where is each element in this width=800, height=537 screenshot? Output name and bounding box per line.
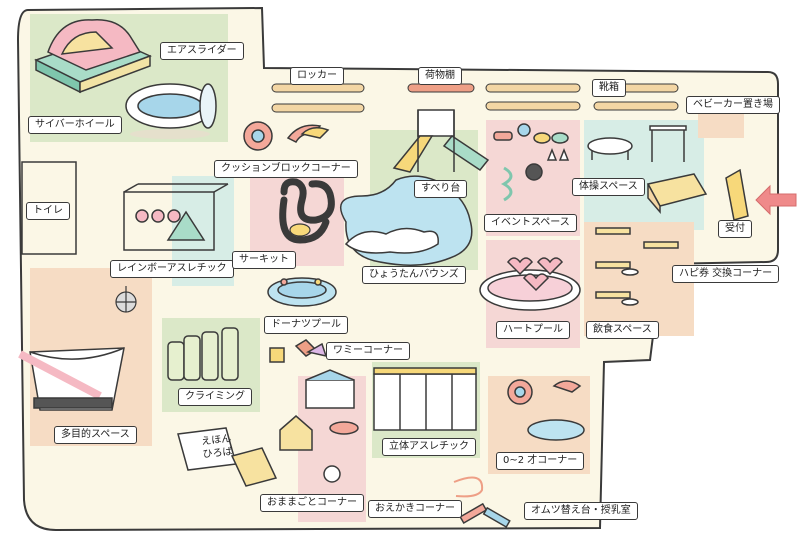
gym-equipment-icon <box>587 125 708 215</box>
label-drawing: おえかきコーナー <box>368 500 462 518</box>
jungle-gym-icon <box>373 367 477 431</box>
dining-tables-icon <box>595 227 679 306</box>
label-gymnastics: 体操スペース <box>572 178 645 196</box>
label-climbing: クライミング <box>178 388 252 406</box>
gourd-bounce-icon <box>340 175 473 266</box>
wamy-icon <box>269 339 328 363</box>
heart-pool-icon <box>479 257 581 311</box>
circuit-icon <box>279 178 335 244</box>
circuit-car-icon <box>289 223 311 237</box>
label-cyber-wheel: サイバーホイール <box>28 116 122 134</box>
slide-icon <box>392 109 490 173</box>
label-toilet: トイレ <box>26 202 70 220</box>
label-wamy-corner: ワミーコーナー <box>326 342 410 360</box>
air-slider-icon <box>34 19 152 94</box>
shelf-bar <box>407 83 475 93</box>
label-donut-pool: ドーナツプール <box>264 316 348 334</box>
shoe-bar-4 <box>593 101 679 111</box>
baby-corner-icon <box>507 379 585 441</box>
picture-book-icon <box>177 427 278 487</box>
climbing-icon <box>167 327 239 381</box>
donut-pool-icon <box>267 277 337 307</box>
label-baby-corner: 0~2 才コーナー <box>496 452 585 470</box>
stage-icon <box>18 347 125 411</box>
label-gourd-bounce: ひょうたんバウンズ <box>362 266 466 284</box>
label-circuit: サーキット <box>232 251 296 269</box>
label-rainbow-athletic: レインボーアスレチック <box>110 260 234 278</box>
label-playhouse: おままごとコーナー <box>260 494 364 512</box>
shoe-bar-1 <box>485 83 581 93</box>
label-air-slider: エアスライダー <box>160 42 244 60</box>
storage-bars <box>271 83 744 138</box>
label-multipurpose: 多目的スペース <box>54 426 137 444</box>
label-jungle-gym: 立体アスレチック <box>382 438 476 456</box>
label-storage-shelf: 荷物棚 <box>418 67 462 85</box>
label-diaper-nursing: オムツ替え台・授乳室 <box>524 502 638 520</box>
locker-bar-2 <box>271 103 365 113</box>
label-heart-pool: ハートプール <box>496 321 570 339</box>
label-picture-book: えほん ひろば <box>200 433 234 461</box>
disco-ball-icon <box>115 286 137 313</box>
locker-bar <box>271 83 365 93</box>
label-cushion-block: クッションブロックコーナー <box>214 160 358 178</box>
label-stroller-area: ベビーカー置き場 <box>686 96 780 114</box>
event-items-icon <box>493 123 570 202</box>
label-slide: すべり台 <box>414 180 468 198</box>
label-locker: ロッカー <box>290 67 344 85</box>
drawing-icon <box>453 476 511 528</box>
rainbow-athletic-icon <box>123 183 229 251</box>
stroller-area <box>698 112 744 138</box>
entrance-arrow-icon <box>755 184 797 216</box>
label-reception: 受付 <box>718 220 752 238</box>
cushion-block-icon <box>243 121 330 151</box>
cyber-wheel-icon <box>125 83 217 139</box>
reception-counter-icon <box>725 168 749 221</box>
playhouse-icon <box>279 369 359 483</box>
label-ticket-exchange: ハピ券 交換コーナー <box>672 265 780 283</box>
label-dining-space: 飲食スペース <box>586 321 659 339</box>
label-event-space: イベントスペース <box>484 214 577 232</box>
label-shoe-box: 靴箱 <box>592 79 626 97</box>
shoe-bar-3 <box>485 101 581 111</box>
